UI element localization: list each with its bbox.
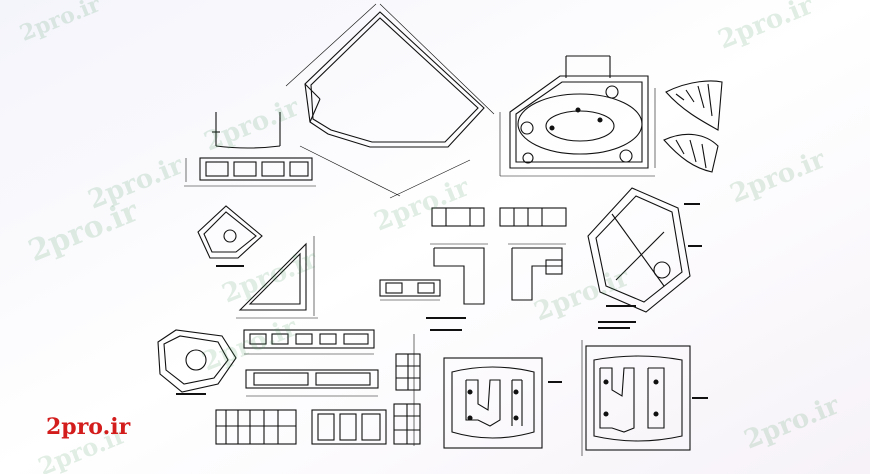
curved-stair-top [665,80,723,131]
rotated-floor-plan [587,187,702,313]
cabinet-elevation-6 [499,207,567,227]
octagon-plan [157,329,237,395]
ceiling-plan-large [499,55,656,177]
section-detail-middle [311,409,387,445]
cabinet-elevation-2 [243,329,375,355]
section-detail-left [215,409,297,445]
triangle-elevation [236,236,318,319]
kitchen-plan-triangle [197,205,263,267]
l-counter-plan-2 [508,243,566,301]
brand-logo-text: 2pro.ir [46,414,131,440]
cabinet-elevation-1 [184,157,316,187]
cabinet-elevation-4 [379,279,441,301]
annotation-labels [426,317,636,331]
section-detail-right [393,403,421,445]
floor-plan-outline [304,11,485,148]
ceiling-plan-bottom-right [581,340,708,456]
cabinet-elevation-3 [245,369,379,397]
section-column-detail [395,334,421,446]
ceiling-plan-small [443,357,562,449]
curved-stair-bottom [663,133,719,173]
cabinet-elevation-5 [431,207,485,227]
plan-dimension-lines [285,3,495,199]
l-counter-plan-1 [430,243,488,305]
elevation-small-bracket [212,112,281,149]
